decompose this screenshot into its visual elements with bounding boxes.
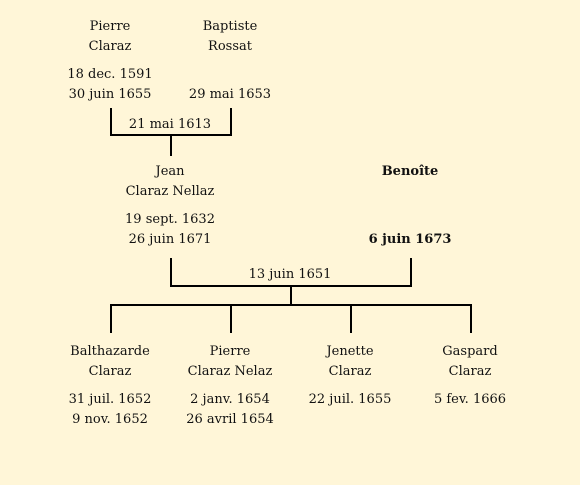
subject-birth-date: 19 sept. 1632 (125, 212, 215, 227)
child-last-name: Claraz (448, 364, 492, 379)
subject-death-date: 26 juin 1671 (128, 232, 212, 247)
child-last-name: Claraz (88, 364, 132, 379)
child-last-name: Claraz (328, 364, 372, 379)
child-death-date: 26 avril 1654 (186, 412, 274, 427)
spouse-first-name: Benoîte (381, 164, 439, 179)
child-first-name: Gaspard (442, 344, 498, 359)
father-last-name: Claraz (88, 39, 132, 54)
mother-last-name: Rossat (208, 39, 252, 54)
child-first-name: Pierre (209, 344, 251, 359)
father-first-name: Pierre (89, 19, 131, 34)
child-first-name: Jenette (326, 344, 374, 359)
child-first-name: Balthazarde (70, 344, 150, 359)
parents-marriage-date: 21 mai 1613 (128, 117, 212, 132)
father-birth-date: 18 dec. 1591 (67, 67, 153, 82)
child-birth-date: 31 juil. 1652 (68, 392, 152, 407)
child-death-date: 9 nov. 1652 (72, 412, 148, 427)
subject-first-name: Jean (155, 164, 185, 179)
child-birth-date: 22 juil. 1655 (308, 392, 392, 407)
child-birth-date: 5 fev. 1666 (433, 392, 507, 407)
mother-first-name: Baptiste (202, 19, 258, 34)
mother-death-date: 29 mai 1653 (188, 87, 272, 102)
child-birth-date: 2 janv. 1654 (190, 392, 270, 407)
subject-last-name: Claraz Nellaz (125, 184, 215, 199)
child-last-name: Claraz Nelaz (187, 364, 273, 379)
subject-marriage-date: 13 juin 1651 (248, 267, 332, 282)
father-death-date: 30 juin 1655 (68, 87, 152, 102)
spouse-death-date: 6 juin 1673 (368, 232, 452, 247)
